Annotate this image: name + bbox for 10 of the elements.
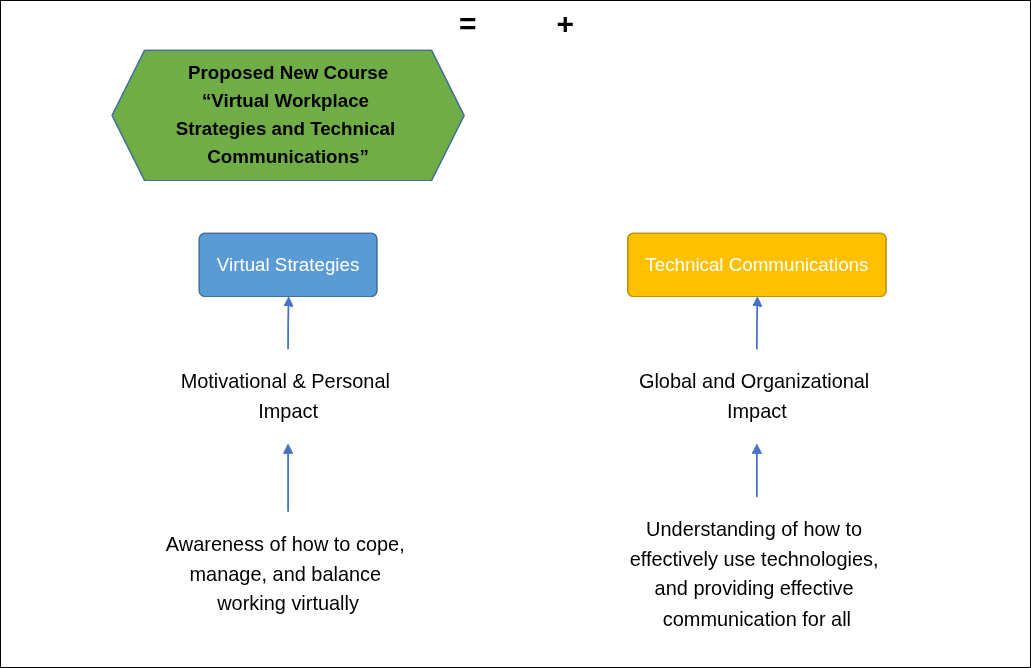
node-text: Global and Organizational Impact [638, 370, 870, 423]
arrow [283, 296, 294, 351]
arrow [751, 443, 763, 498]
operator-sign: + [556, 7, 575, 40]
arrow [752, 296, 763, 351]
arrow [282, 443, 294, 513]
node-text: Awareness of how to cope, manage, and balance working virtually [165, 532, 405, 615]
node-text: Understanding of how to effectively use technologies, and providing effective communication for all [629, 518, 879, 630]
node-text: Motivational & Personal Impact [180, 370, 390, 423]
operator-sign: = [458, 7, 477, 40]
